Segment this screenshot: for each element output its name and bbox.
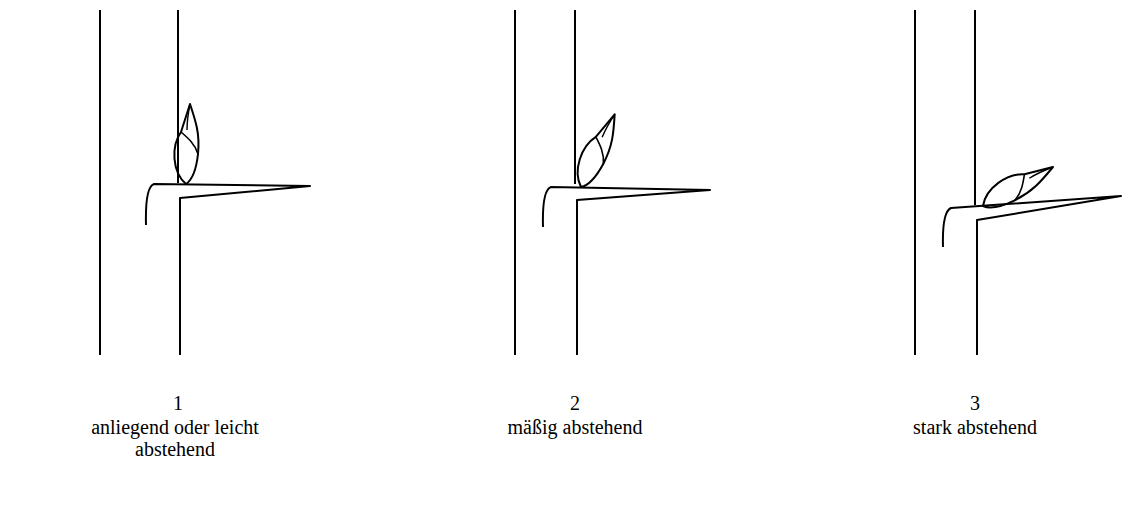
figure-number: 3: [945, 392, 1005, 414]
figure-caption: anliegend oder leicht abstehend: [68, 416, 283, 460]
shoot-drawing: [100, 10, 310, 355]
figure-caption: mäßig abstehend: [468, 416, 683, 438]
figure-number: 1: [148, 392, 208, 414]
shoot-drawing: [915, 10, 1121, 355]
figure-number: 2: [545, 392, 605, 414]
shoot-drawing: [515, 10, 710, 355]
figure-caption: stark abstehend: [868, 416, 1083, 438]
